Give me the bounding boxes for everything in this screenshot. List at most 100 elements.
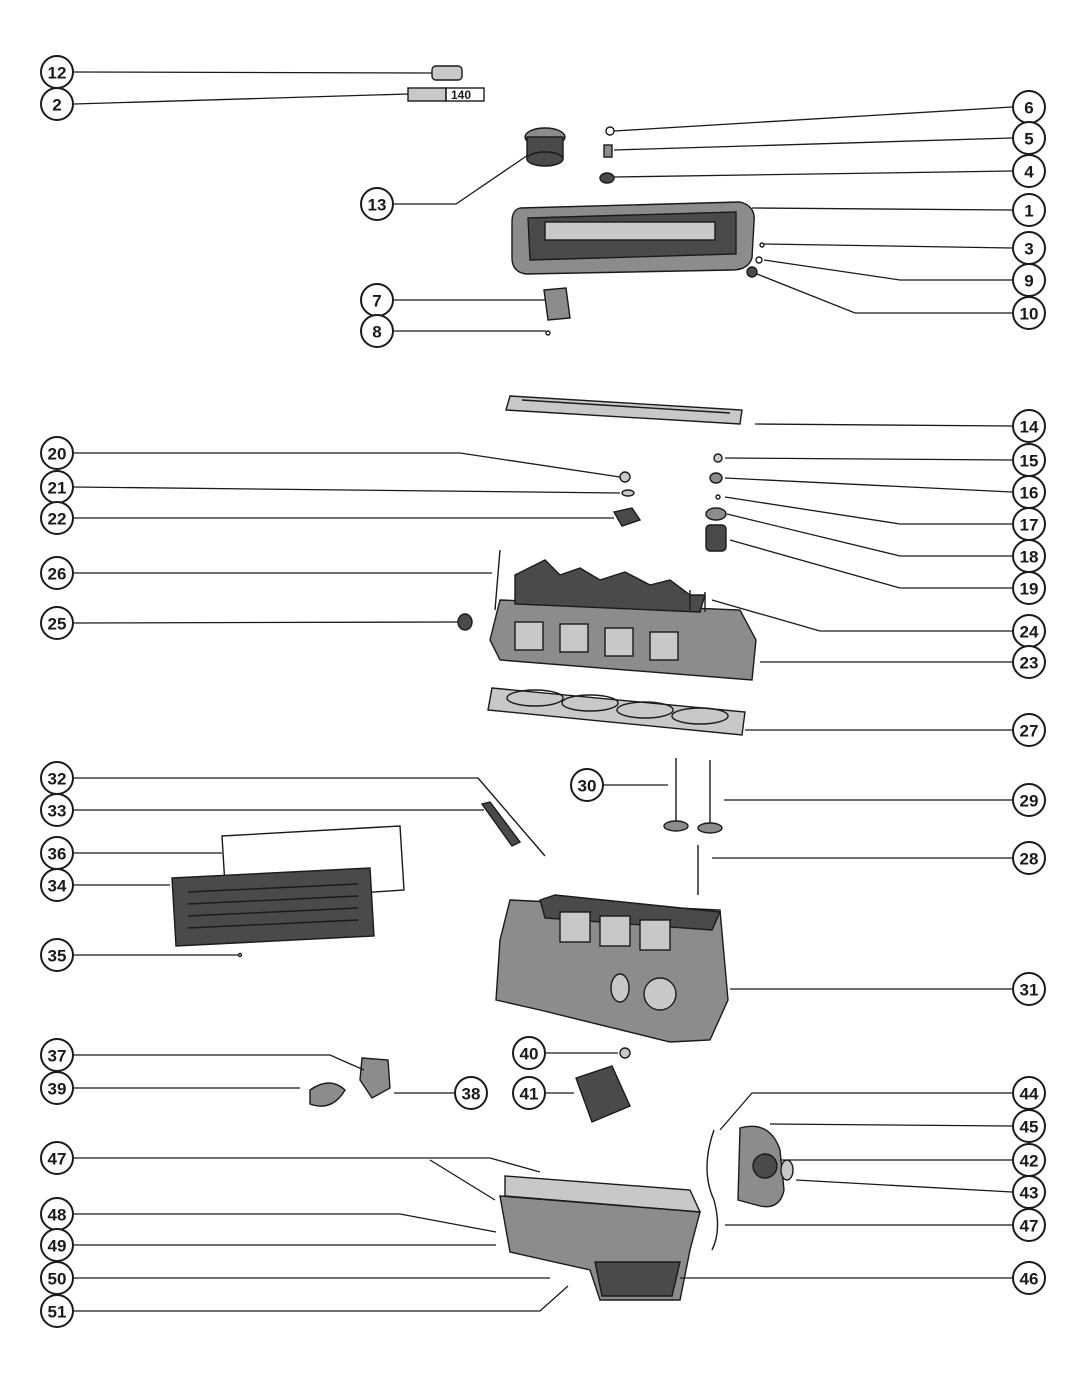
callout-label: 14 [1020, 418, 1039, 437]
callout-circle [40, 501, 74, 535]
callout-circle [1012, 783, 1046, 817]
callout-18: 18 [1012, 539, 1046, 573]
callout-circle [40, 606, 74, 640]
parts-illustration: 140 [171, 65, 794, 1301]
callout-22: 22 [40, 501, 74, 535]
callout-circle [360, 314, 394, 348]
push-rod-part [494, 549, 501, 611]
callout-6: 6 [1012, 90, 1046, 124]
callout-label: 51 [48, 1303, 67, 1322]
callout-label: 21 [48, 479, 67, 498]
callout-25: 25 [40, 606, 74, 640]
callout-label: 39 [48, 1080, 67, 1099]
leader-lines [73, 71, 1013, 1312]
callout-label: 40 [520, 1045, 539, 1064]
callout-12: 12 [40, 55, 74, 89]
callout-label: 20 [48, 445, 67, 464]
callout-16: 16 [1012, 475, 1046, 509]
callout-label: 29 [1020, 792, 1039, 811]
callout-label: 49 [48, 1237, 67, 1256]
callout-label: 47 [48, 1150, 67, 1169]
callout-label: 46 [1020, 1270, 1039, 1289]
callout-label: 1 [1024, 202, 1033, 221]
callout-21: 21 [40, 470, 74, 504]
callout-label: 26 [48, 565, 67, 584]
callout-label: 34 [48, 877, 67, 896]
callout-20: 20 [40, 436, 74, 470]
callout-label: 35 [48, 947, 67, 966]
callout-14: 14 [1012, 409, 1046, 443]
valve-spring-parts [705, 453, 727, 552]
callout-36: 36 [40, 836, 74, 870]
callout-48: 48 [40, 1197, 74, 1231]
callout-35: 35 [40, 938, 74, 972]
callout-label: 28 [1020, 850, 1039, 869]
callout-label: 8 [372, 323, 381, 342]
callout-38: 38 [454, 1076, 488, 1110]
oil-filter-parts [575, 1047, 631, 1123]
callout-label: 22 [48, 510, 67, 529]
callout-42: 42 [1012, 1143, 1046, 1177]
callout-43: 43 [1012, 1175, 1046, 1209]
callout-label: 44 [1020, 1085, 1039, 1104]
callout-49: 49 [40, 1228, 74, 1262]
callout-19: 19 [1012, 571, 1046, 605]
head-gasket-part [487, 687, 746, 736]
callout-label: 2 [52, 96, 61, 115]
cover-bolt-parts [746, 242, 765, 278]
callout-24: 24 [1012, 614, 1046, 648]
callout-circle [570, 768, 604, 802]
callout-44: 44 [1012, 1076, 1046, 1110]
callout-label: 43 [1020, 1184, 1039, 1203]
callout-label: 13 [368, 196, 387, 215]
callout-label: 15 [1020, 452, 1039, 471]
callout-label: 4 [1024, 163, 1034, 182]
callout-circle [1012, 296, 1046, 330]
callout-label: 38 [462, 1085, 481, 1104]
callout-circle [1012, 1208, 1046, 1242]
callout-label: 17 [1020, 516, 1039, 535]
callout-label: 48 [48, 1206, 67, 1225]
callout-label: 32 [48, 770, 67, 789]
callout-circle [40, 868, 74, 902]
callout-label: 50 [48, 1270, 67, 1289]
grommet-part [599, 126, 615, 184]
callout-circle [512, 1036, 546, 1070]
callout-39: 39 [40, 1071, 74, 1105]
callout-33: 33 [40, 793, 74, 827]
callout-circle [454, 1076, 488, 1110]
callout-34: 34 [40, 868, 74, 902]
valve-parts [663, 758, 723, 895]
callout-47: 47 [1012, 1208, 1046, 1242]
callout-circle [1012, 409, 1046, 443]
callout-circle [1012, 1109, 1046, 1143]
callout-17: 17 [1012, 507, 1046, 541]
oil-filler-cap-part [524, 127, 566, 167]
fuel-pump-parts [309, 1057, 391, 1107]
callout-40: 40 [512, 1036, 546, 1070]
callout-circle [40, 1141, 74, 1175]
callout-label: 3 [1024, 240, 1033, 259]
callout-label: 37 [48, 1047, 67, 1066]
callout-circle [360, 187, 394, 221]
callout-label: 23 [1020, 654, 1039, 673]
callout-4: 4 [1012, 154, 1046, 188]
timing-cover-parts [706, 1125, 794, 1251]
callout-50: 50 [40, 1261, 74, 1295]
cylinder-block-part [495, 894, 729, 1043]
callout-label: 36 [48, 845, 67, 864]
callout-label: 16 [1020, 484, 1039, 503]
callout-27: 27 [1012, 713, 1046, 747]
callout-circle [40, 1294, 74, 1328]
emblem-part [431, 65, 463, 81]
callout-15: 15 [1012, 443, 1046, 477]
callout-46: 46 [1012, 1261, 1046, 1295]
callout-label: 25 [48, 615, 67, 634]
callout-23: 23 [1012, 645, 1046, 679]
callout-label: 9 [1024, 272, 1033, 291]
callout-label: 12 [48, 64, 67, 83]
rocker-gasket-part [505, 395, 743, 425]
callout-13: 13 [360, 187, 394, 221]
callout-1: 1 [1012, 193, 1046, 227]
